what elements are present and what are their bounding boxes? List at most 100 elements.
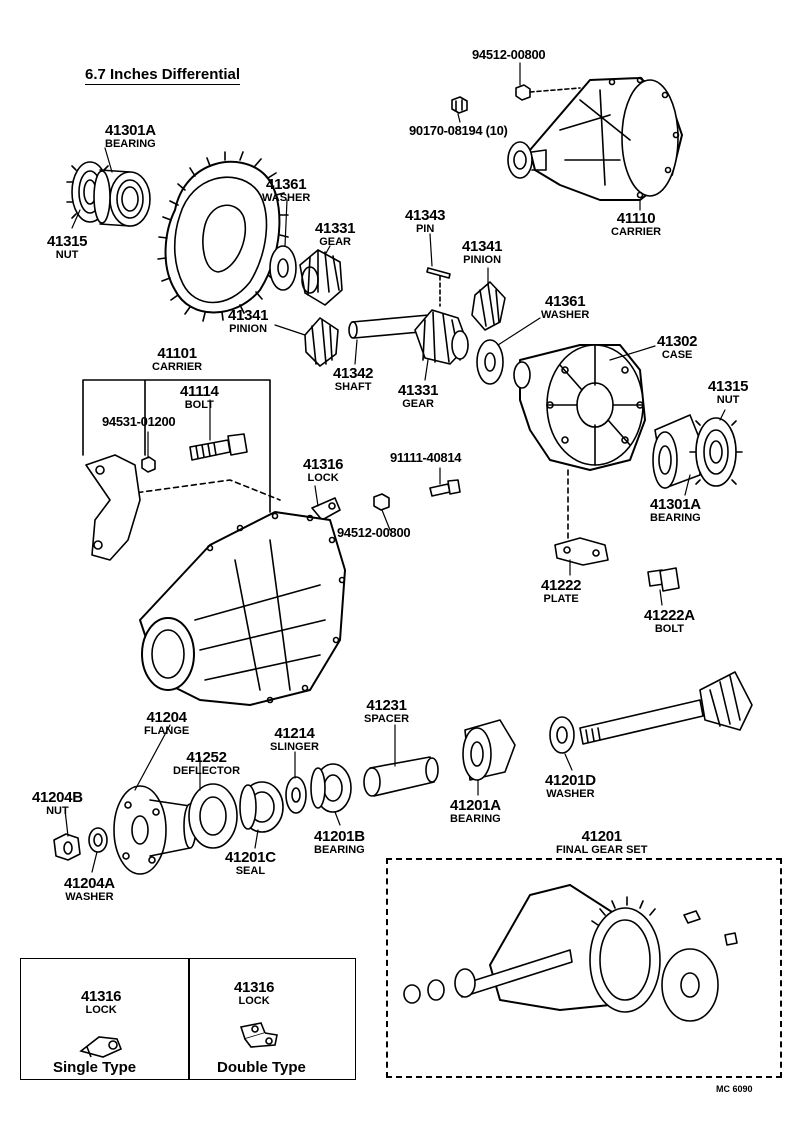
double-lock-label: 41316 LOCK [234, 979, 275, 1007]
label-94512-top: 94512-00800 [472, 47, 546, 62]
part-number: 41341 [228, 307, 269, 324]
label-94512-mid: 94512-00800 [337, 525, 411, 540]
bearing-41201A-lower-drawing [462, 719, 516, 781]
part-number: 94512-00800 [472, 47, 546, 62]
lock-type-divider [188, 959, 190, 1079]
label-41341-left: 41341 PINION [228, 307, 269, 335]
part-number: 41201D [545, 772, 596, 789]
pinion-41341-right-drawing [471, 281, 506, 331]
label-41214: 41214 SLINGER [270, 726, 319, 753]
part-name: BEARING [650, 512, 701, 524]
nut-94531-drawing [141, 456, 156, 473]
part-name: NUT [46, 805, 69, 817]
single-lock-label: 41316 LOCK [81, 988, 122, 1016]
part-number: 41222 [541, 577, 582, 594]
part-number: 41315 [47, 233, 88, 250]
bolt-41222A-drawing [647, 567, 680, 592]
part-number: 91111-40814 [390, 450, 462, 465]
washer-41361-top-drawing [269, 245, 297, 291]
part-number: 41343 [405, 207, 446, 224]
part-number: 41331 [315, 220, 356, 237]
part-name: SHAFT [334, 381, 372, 393]
label-41361-top: 41361 WASHER [262, 177, 310, 204]
part-name: BOLT [654, 623, 684, 635]
part-name: CARRIER [152, 361, 203, 373]
deflector-41252-drawing [188, 783, 238, 849]
lock-type-box: 41316 LOCK Single Type 41316 LOCK Double… [20, 958, 356, 1080]
part-name: PIN [415, 223, 435, 235]
label-41252: 41252 DEFLECTOR [173, 750, 240, 777]
part-name: DEFLECTOR [173, 765, 241, 777]
pin-41343-drawing [426, 267, 451, 307]
part-number: 41361 [266, 176, 307, 193]
label-41204: 41204 FLANGE [144, 710, 189, 737]
label-41331-mid: 41331 GEAR [398, 382, 439, 410]
seal-41201C-drawing [239, 781, 284, 833]
leader-lines [64, 62, 726, 873]
label-41201A-lower: 41201A BEARING [450, 798, 501, 825]
label-94531: 94531-01200 [102, 414, 176, 429]
part-number: 41214 [274, 725, 315, 742]
part-name: PLATE [543, 593, 579, 605]
washer-41361-mid-drawing [476, 339, 504, 385]
part-name: WASHER [546, 788, 595, 800]
part-name: FINAL GEAR SET [556, 844, 648, 856]
part-name: LOCK [85, 1004, 117, 1016]
part-number: 41204 [146, 709, 188, 726]
part-name: CARRIER [611, 226, 662, 238]
label-41222: 41222 PLATE [541, 577, 582, 605]
part-number: 41316 [81, 988, 122, 1005]
part-number: 41201 [581, 828, 623, 845]
part-number: 94512-00800 [337, 525, 411, 540]
carrier-41110-drawing [507, 76, 683, 201]
part-name: BEARING [314, 844, 365, 856]
part-name: BEARING [105, 138, 156, 150]
diagram-code: MC 6090 [716, 1084, 753, 1094]
nut-41315-right-drawing [689, 417, 743, 487]
part-number: 94531-01200 [102, 414, 176, 429]
carrier-41101-leader-bracket [82, 379, 281, 513]
part-number: 41361 [545, 293, 586, 310]
label-41101: 41101 CARRIER [152, 346, 202, 373]
part-name: BOLT [184, 399, 214, 411]
label-41204A: 41204A WASHER [64, 876, 115, 903]
label-41114: 41114 BOLT [180, 384, 219, 411]
final-gear-set-assembly-drawing [403, 884, 738, 1022]
ring-gear-drawing [157, 151, 289, 322]
slinger-41214-drawing [285, 776, 307, 814]
part-number: 41341 [462, 238, 503, 255]
part-number: 41201B [314, 828, 365, 845]
single-lock-icon [79, 1036, 123, 1058]
bearing-41201B-drawing [310, 763, 352, 813]
diagram-title: 6.7 Inches Differential [85, 66, 241, 85]
final-gear-set-box [386, 858, 782, 1078]
part-name: PINION [229, 323, 268, 335]
label-41343: 41343 PIN [405, 207, 446, 235]
part-number: 41101 [157, 345, 197, 362]
bearing-41301A-right-drawing [652, 414, 701, 489]
part-number: 41316 [303, 456, 344, 473]
part-number: 41342 [333, 365, 374, 382]
single-type-label: Single Type [53, 1059, 137, 1076]
part-number: 41204A [64, 875, 115, 892]
label-41201C: 41201C SEAL [225, 850, 276, 877]
part-name: NUT [55, 249, 79, 261]
label-41110: 41110 CARRIER [611, 211, 661, 238]
bearing-41301A-top-drawing [93, 169, 151, 227]
washer-41201D-drawing [549, 716, 575, 754]
part-name: SPACER [364, 713, 410, 725]
label-41222A: 41222A BOLT [644, 608, 695, 635]
label-41315-top: 41315 NUT [47, 233, 88, 261]
side-gear-41331-mid-drawing [414, 309, 469, 365]
part-number: 41331 [398, 382, 439, 399]
part-name: LOCK [238, 995, 270, 1007]
part-name: FLANGE [144, 725, 190, 737]
double-type-label: Double Type [217, 1059, 306, 1076]
label-41361-mid: 41361 WASHER [541, 294, 589, 321]
plate-41222-drawing [554, 537, 609, 566]
part-name: GEAR [402, 398, 434, 410]
part-number: 41110 [616, 210, 656, 227]
part-number: 41316 [234, 979, 275, 996]
part-name: NUT [716, 394, 740, 406]
